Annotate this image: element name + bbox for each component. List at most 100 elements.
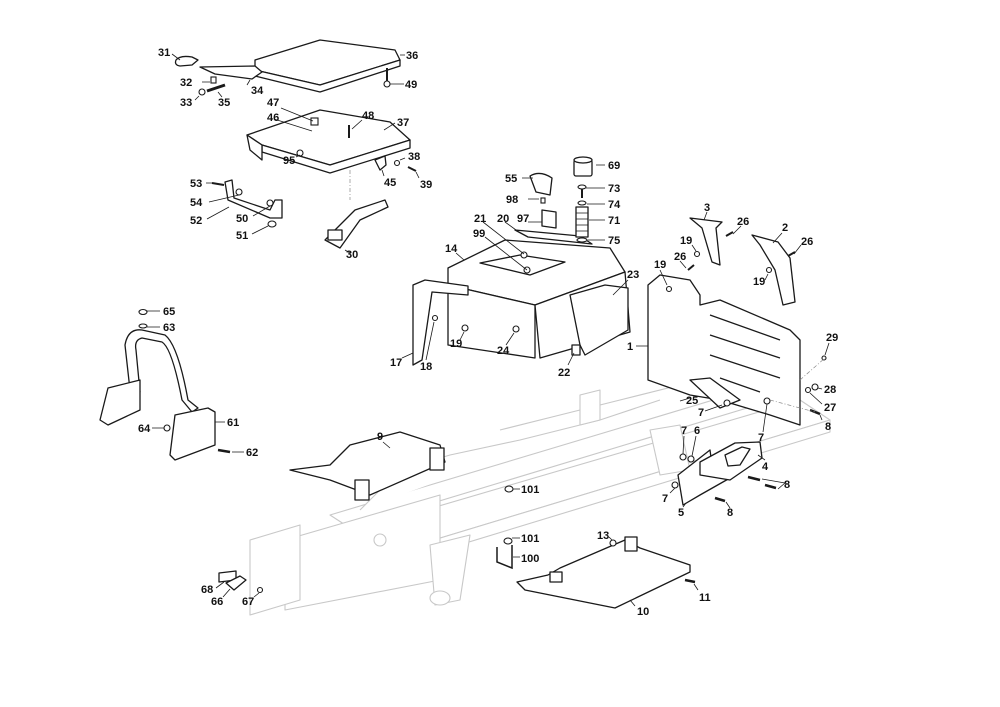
callout-6: 6 [694, 425, 700, 437]
washer-51 [267, 220, 277, 228]
callout-1: 1 [627, 341, 633, 353]
callout-99: 99 [473, 228, 485, 240]
callout-19c: 19 [654, 259, 666, 271]
callout-4: 4 [762, 461, 769, 473]
callout-30: 30 [346, 249, 358, 261]
callout-63: 63 [163, 322, 175, 334]
callout-7c: 7 [681, 425, 687, 437]
bracket-2 [751, 234, 796, 306]
cap-65 [138, 308, 148, 316]
callout-26c: 26 [674, 251, 686, 263]
washer-64 [163, 424, 171, 432]
nut-6 [687, 455, 695, 463]
callout-7a: 7 [698, 407, 704, 419]
callout-21: 21 [474, 213, 486, 225]
seat-pan-36 [254, 39, 401, 93]
nut-21 [520, 251, 528, 259]
callout-53: 53 [190, 178, 202, 190]
callout-3: 3 [704, 202, 710, 214]
callout-35: 35 [218, 97, 230, 109]
seat-slide-30 [324, 199, 389, 249]
nut-7c [679, 453, 687, 461]
nut-7d [671, 481, 679, 489]
grommet-24 [512, 325, 520, 333]
nut-101a [504, 485, 514, 493]
nut-19d [665, 285, 673, 293]
screw-98 [540, 197, 546, 204]
callout-67: 67 [242, 596, 254, 608]
callout-23: 23 [627, 269, 639, 281]
bolt-62 [217, 448, 231, 454]
callout-66: 66 [211, 596, 223, 608]
nut-95 [296, 149, 304, 157]
callout-31: 31 [158, 47, 170, 59]
callout-101b: 101 [521, 533, 539, 545]
nut-29 [821, 355, 827, 361]
callout-98: 98 [506, 194, 518, 206]
callout-17: 17 [390, 357, 402, 369]
bolt-73 [577, 184, 587, 198]
callout-65: 65 [163, 306, 175, 318]
knob-47 [310, 117, 319, 126]
bolt-8c [714, 496, 726, 503]
panel-1 [647, 274, 801, 426]
callout-13: 13 [597, 530, 609, 542]
nut-19b [693, 250, 701, 258]
callout-48: 48 [362, 110, 374, 122]
callout-19a: 19 [450, 338, 462, 350]
callout-8a: 8 [825, 421, 831, 433]
spring-71 [575, 206, 589, 238]
callout-33: 33 [180, 97, 192, 109]
washer-74 [577, 200, 587, 206]
clip-97 [541, 209, 557, 229]
pin-32 [210, 76, 217, 84]
pin-35 [206, 83, 226, 93]
clip-55 [529, 172, 553, 196]
callout-74: 74 [608, 199, 621, 211]
callout-39: 39 [420, 179, 432, 191]
callout-18: 18 [420, 361, 432, 373]
callout-61: 61 [227, 417, 239, 429]
callout-95: 95 [283, 155, 295, 167]
callout-100: 100 [521, 553, 539, 565]
callout-97: 97 [517, 213, 529, 225]
tab-22 [571, 344, 581, 356]
callout-22: 22 [558, 367, 570, 379]
cap-69 [573, 156, 593, 177]
nut-13 [609, 539, 617, 547]
rail-20 [514, 229, 593, 245]
washer-28 [811, 383, 819, 391]
callout-27: 27 [824, 402, 836, 414]
callout-9: 9 [377, 431, 383, 443]
callout-11: 11 [699, 592, 711, 604]
screw-67 [256, 586, 264, 594]
callout-37: 37 [397, 117, 409, 129]
washer-27 [804, 386, 812, 394]
screw-26a [725, 231, 734, 237]
bolt-11 [684, 578, 696, 584]
callout-29: 29 [826, 332, 838, 344]
nut-7b [763, 397, 771, 405]
callout-34: 34 [251, 85, 264, 97]
callout-19b: 19 [680, 235, 692, 247]
bolt-50 [266, 199, 274, 207]
callout-7d: 7 [662, 493, 668, 505]
lever-31 [174, 55, 199, 67]
footrest-10 [516, 536, 691, 609]
bolt-18 [431, 314, 439, 322]
washer-33 [198, 88, 206, 96]
bolt-8b [747, 475, 777, 490]
callout-69: 69 [608, 160, 620, 172]
callout-14: 14 [445, 243, 458, 255]
bracket-3 [689, 217, 723, 266]
callout-8c: 8 [727, 507, 733, 519]
callout-7b: 7 [758, 432, 764, 444]
callout-36: 36 [406, 50, 418, 62]
callout-10: 10 [637, 606, 649, 618]
leader-lines [147, 53, 830, 607]
callout-73: 73 [608, 183, 620, 195]
callout-26a: 26 [737, 216, 749, 228]
callout-64: 64 [138, 423, 151, 435]
callout-52: 52 [190, 215, 202, 227]
